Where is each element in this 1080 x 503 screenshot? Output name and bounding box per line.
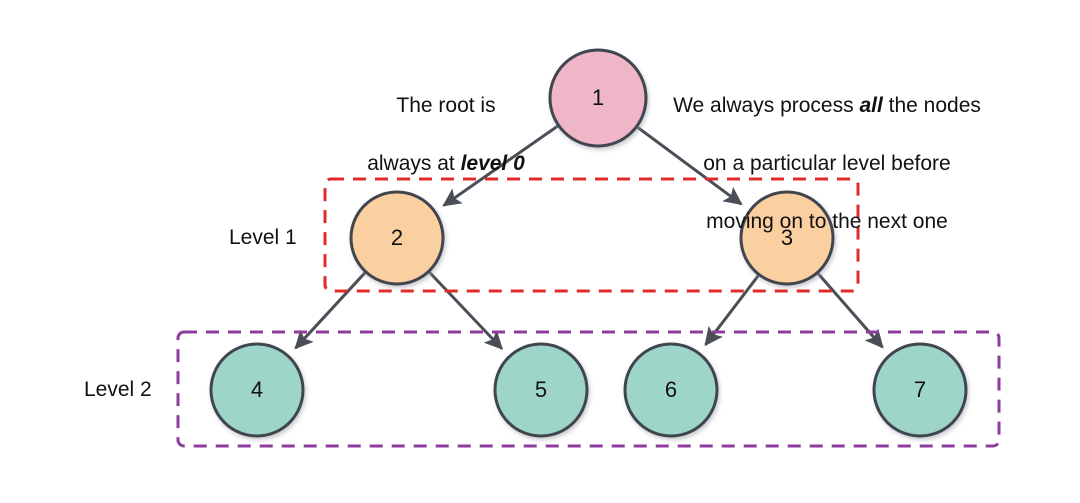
tree-node-4[interactable]	[209, 342, 305, 438]
tree-node-7[interactable]	[872, 342, 968, 438]
level-2-label: Level 2	[84, 378, 152, 401]
edges-layer	[294, 124, 884, 350]
root-annotation: The root is always at level 0	[346, 62, 546, 178]
level-annotation-line2: on a particular level before	[703, 152, 951, 175]
tree-node-1[interactable]	[548, 48, 648, 148]
root-annotation-emphasis: level 0	[460, 152, 525, 175]
level-processing-annotation: We always process all the nodes on a par…	[652, 62, 1002, 236]
tree-node-5[interactable]	[493, 342, 589, 438]
level-group-boxes	[176, 177, 1001, 448]
edge-n1-n2	[442, 124, 559, 207]
level1-box	[323, 177, 860, 293]
tree-node-2[interactable]	[349, 190, 445, 286]
level-annotation-line1-prefix: We always process	[673, 94, 860, 117]
root-annotation-line2-prefix: always at	[367, 152, 461, 175]
tree-node-3[interactable]	[739, 190, 835, 286]
tree-node-6[interactable]	[623, 342, 719, 438]
edge-n2-n5	[428, 271, 504, 350]
level-1-label: Level 1	[229, 226, 297, 249]
edge-n3-n6	[704, 274, 760, 347]
edge-n3-n7	[816, 272, 884, 349]
edge-n1-n3	[636, 125, 743, 206]
nodes-layer	[209, 48, 968, 438]
level-annotation-emphasis: all	[859, 94, 883, 117]
root-annotation-line1: The root is	[396, 94, 496, 117]
level2-box	[176, 330, 1001, 448]
level-annotation-line1-suffix: the nodes	[882, 94, 981, 117]
level-annotation-line3: moving on to the next one	[706, 210, 948, 233]
edge-n2-n4	[294, 271, 367, 350]
